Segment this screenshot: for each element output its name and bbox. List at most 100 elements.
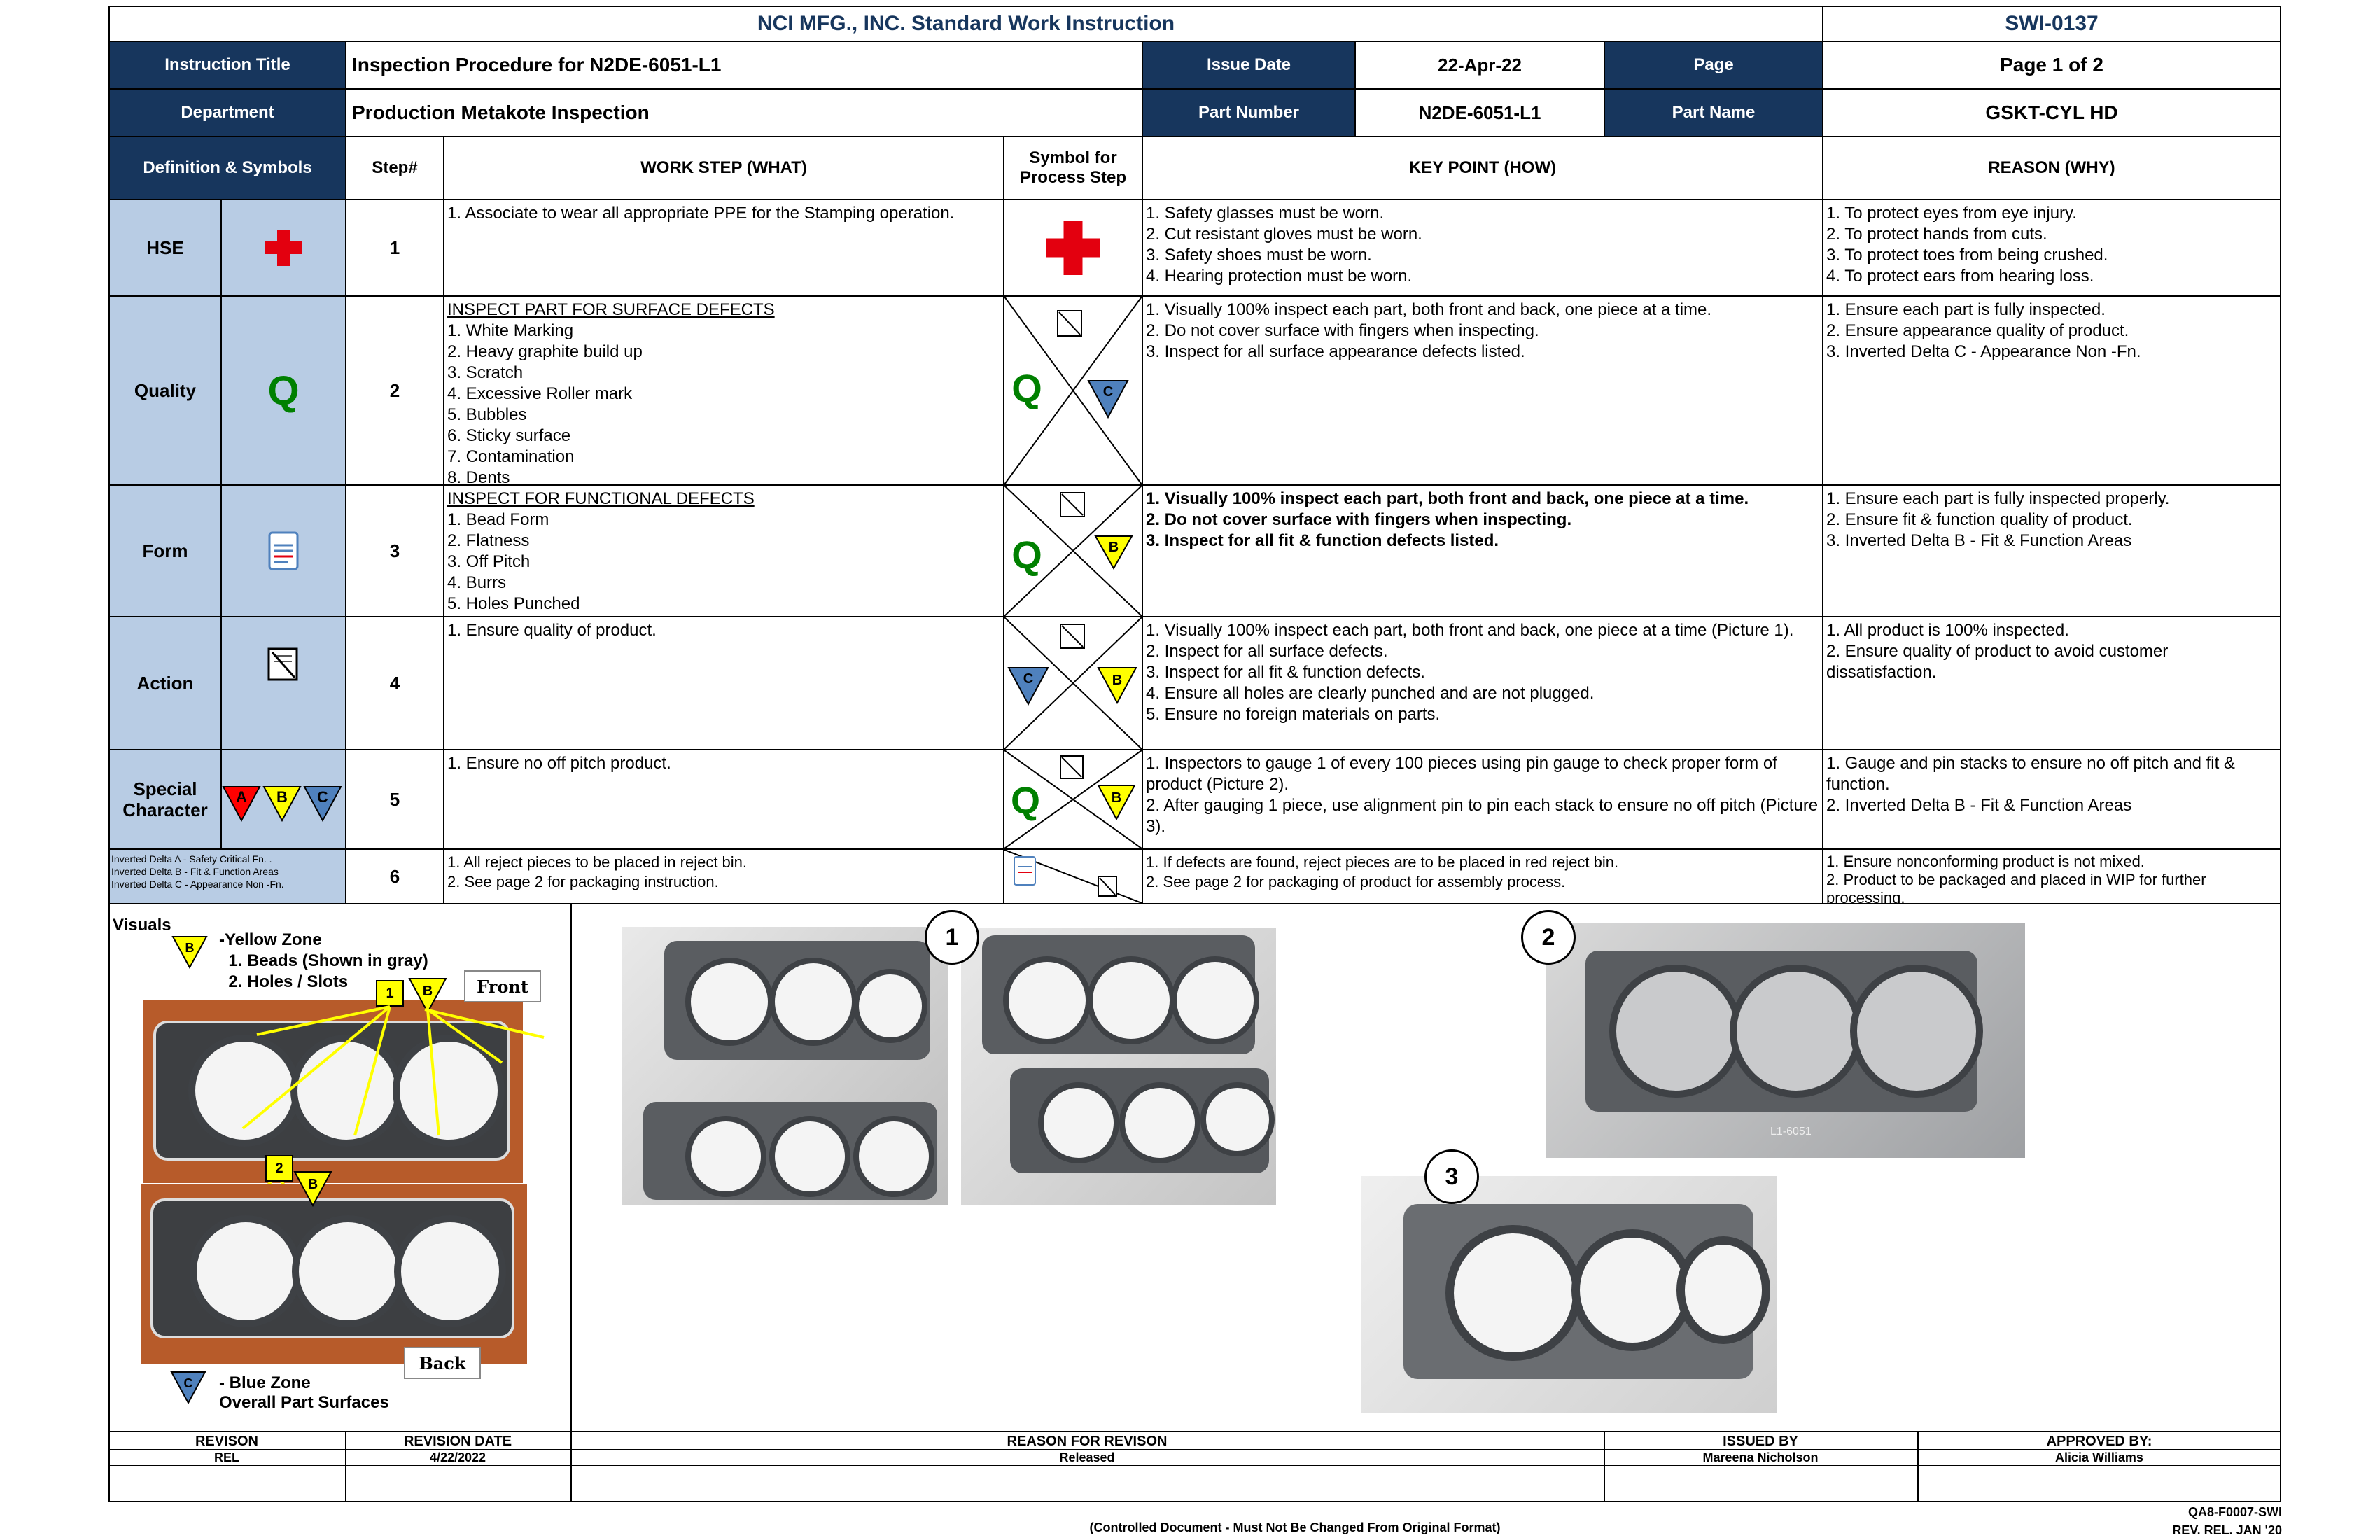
step-work: 1. Ensure quality of product. <box>443 616 1004 750</box>
revision-table <box>108 1431 2281 1502</box>
def-form-label: Form <box>108 484 222 617</box>
symbol-diagram: Q B <box>1004 485 1142 617</box>
step-symbol <box>1003 199 1143 297</box>
red-cross-icon <box>265 230 302 266</box>
photo-3-marker: 3 <box>1424 1149 1479 1204</box>
step-work: 1. Ensure no off pitch product. <box>443 749 1004 850</box>
delta-c-label: C <box>184 1376 193 1390</box>
department-value: Production Metakote Inspection <box>345 88 1143 137</box>
col-definition: Definition & Symbols <box>108 136 346 200</box>
step-work-text: 1. White Marking 2. Heavy graphite build… <box>447 321 643 487</box>
symbol-diagram <box>1004 849 1142 904</box>
delta-c-label: C <box>1023 671 1033 687</box>
delta-b-label: B <box>1109 540 1119 555</box>
def-special-label: Special Character <box>108 749 222 850</box>
col-work-step: WORK STEP (WHAT) <box>443 136 1004 200</box>
step-key-point: 1. If defects are found, reject pieces a… <box>1142 848 1823 904</box>
photo-1-right <box>961 928 1276 1205</box>
step-work: 1. Associate to wear all appropriate PPE… <box>443 199 1004 297</box>
delta-c-label: C <box>1103 384 1113 400</box>
delta-c-icon <box>1007 667 1049 706</box>
delta-b-icon <box>1097 785 1136 821</box>
delta-c-label: C <box>317 788 328 806</box>
def-quality-label: Quality <box>108 295 222 486</box>
revision-cell: REL <box>108 1450 346 1466</box>
revision-reason-header: REASON FOR REVISON <box>570 1432 1605 1450</box>
front-label: Front <box>464 970 541 1002</box>
marker-b-label: B <box>308 1177 318 1192</box>
revision-header: REVISON <box>108 1432 346 1450</box>
blue-zone-legend: - Blue Zone Overall Part Surfaces <box>219 1373 389 1412</box>
delta-b-label: B <box>1112 673 1122 688</box>
quality-q-icon: Q <box>1011 533 1042 577</box>
part-name-label: Part Name <box>1604 88 1823 137</box>
delta-b-icon <box>1094 536 1133 570</box>
step-number: 6 <box>345 848 444 904</box>
step-key-point: 1. Inspectors to gauge 1 of every 100 pi… <box>1142 749 1823 850</box>
marker-b-label: B <box>423 983 433 999</box>
controlled-document-note: (Controlled Document - Must Not Be Chang… <box>1089 1520 1501 1534</box>
def-action-symbol <box>220 616 346 750</box>
revision-date-header: REVISION DATE <box>345 1432 572 1450</box>
step-symbol <box>1003 848 1143 904</box>
action-checklist-icon <box>267 648 298 681</box>
delta-b-icon: B <box>172 936 208 969</box>
action-checklist-icon <box>1060 755 1084 779</box>
red-cross-icon <box>1046 220 1100 275</box>
part-name-value: GSKT-CYL HD <box>1822 88 2281 137</box>
delta-b-label: B <box>276 788 288 806</box>
step-symbol: C B <box>1003 616 1143 750</box>
step-reason: 1. Ensure each part is fully inspected p… <box>1822 484 2281 617</box>
col-key-point: KEY POINT (HOW) <box>1142 136 1823 200</box>
def-form-symbol <box>220 484 346 617</box>
revision-empty-rows <box>108 1466 2281 1501</box>
page-value: Page 1 of 2 <box>1822 41 2281 90</box>
delta-c-icon: C <box>170 1371 206 1405</box>
revision-reason-cell: Released <box>570 1450 1605 1466</box>
delta-legend: Inverted Delta A - Safety Critical Fn. .… <box>108 848 346 904</box>
step-reason: 1. All product is 100% inspected. 2. Ens… <box>1822 616 2281 750</box>
instruction-title-value: Inspection Procedure for N2DE-6051-L1 <box>345 41 1143 90</box>
photo-2: L1-6051 <box>1546 923 2025 1158</box>
symbol-diagram: C B <box>1004 617 1142 750</box>
delta-triangles-icon: A B C <box>222 786 342 822</box>
step-reason: 1. Ensure nonconforming product is not m… <box>1822 848 2281 904</box>
symbol-diagram: Q B <box>1004 750 1142 849</box>
step-symbol: Q C <box>1003 295 1143 486</box>
step-number: 3 <box>345 484 444 617</box>
visuals-diagram-panel: Visuals B -Yellow Zone 1. Beads (Shown i… <box>108 903 572 1432</box>
action-checklist-icon <box>1060 624 1085 649</box>
def-hse-label: HSE <box>108 199 222 297</box>
issued-by-cell: Mareena Nicholson <box>1604 1450 1919 1466</box>
quality-q-icon: Q <box>220 295 346 486</box>
step-work: 1. All reject pieces to be placed in rej… <box>443 848 1004 904</box>
issued-by-header: ISSUED BY <box>1604 1432 1919 1450</box>
form-revision: REV. REL. JAN '20 <box>2172 1523 2282 1537</box>
delta-b-icon: B <box>293 1171 332 1207</box>
step-number: 4 <box>345 616 444 750</box>
action-checklist-icon <box>1057 310 1082 337</box>
approved-by-header: APPROVED BY: <box>2046 1433 2152 1449</box>
step-reason: 1. Ensure each part is fully inspected. … <box>1822 295 2281 486</box>
step-work-title: INSPECT FOR FUNCTIONAL DEFECTS <box>447 489 755 508</box>
delta-b-icon <box>1097 667 1138 705</box>
marker-1-badge: 1 <box>376 980 404 1007</box>
revision-date-cell: 4/22/2022 <box>345 1450 572 1466</box>
step-work: INSPECT FOR FUNCTIONAL DEFECTS 1. Bead Fo… <box>443 484 1004 617</box>
form-number: QA8-F0007-SWI <box>2188 1505 2282 1519</box>
fixture-label: L1-6051 <box>1770 1126 1812 1138</box>
delta-b-icon: B <box>408 978 447 1014</box>
step-symbol: Q B <box>1003 484 1143 617</box>
step-key-point: 1. Visually 100% inspect each part, both… <box>1142 484 1823 617</box>
front-gasket-image <box>144 1000 523 1183</box>
document-title: NCI MFG., INC. Standard Work Instruction <box>108 6 1823 42</box>
def-action-label: Action <box>108 616 222 750</box>
step-key-point: 1. Visually 100% inspect each part, both… <box>1142 616 1823 750</box>
col-step: Step# <box>345 136 444 200</box>
department-label: Department <box>108 88 346 137</box>
symbol-diagram: Q C <box>1004 296 1142 485</box>
quality-q-icon: Q <box>1011 780 1040 822</box>
visuals-photo-panel: 1 L1-6051 2 3 <box>570 903 2281 1432</box>
step-work-text: 1. Bead Form 2. Flatness 3. Off Pitch 4.… <box>447 510 580 613</box>
